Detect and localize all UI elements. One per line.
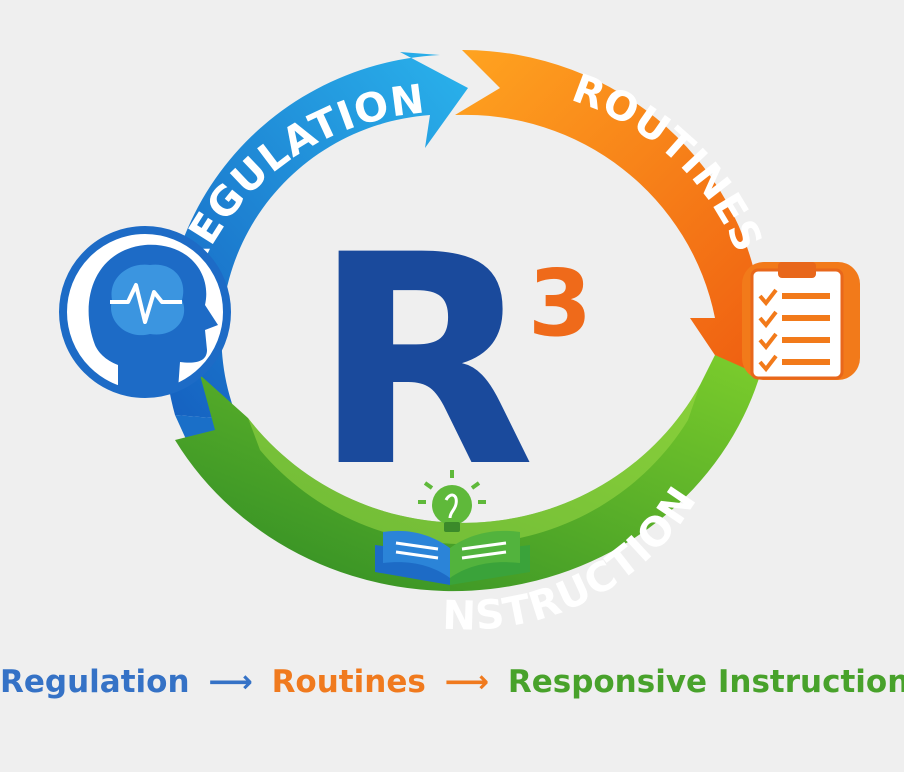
brain-head-icon [59,226,231,398]
book-lightbulb-icon [375,470,530,585]
logo-letter-r: R [312,194,535,531]
tagline-responsive-instruction: Responsive Instruction [507,664,904,700]
tagline-regulation: Regulation [0,664,190,700]
checklist-clipboard-icon [742,262,860,380]
tagline-arrow-2: ⟶ [444,664,490,700]
instruction-arrow [175,355,760,592]
cycle-graphic: REGULATION ROUTINES INSTRUCTION [0,0,860,640]
routines-arc-label: ROUTINES [566,66,771,260]
tagline-routines: Routines [271,664,426,700]
tagline-arrow-1: ⟶ [208,664,253,700]
tagline: Regulation ⟶ Routines ⟶ Responsive Instr… [0,664,904,700]
logo-superscript-3: 3 [528,250,592,357]
